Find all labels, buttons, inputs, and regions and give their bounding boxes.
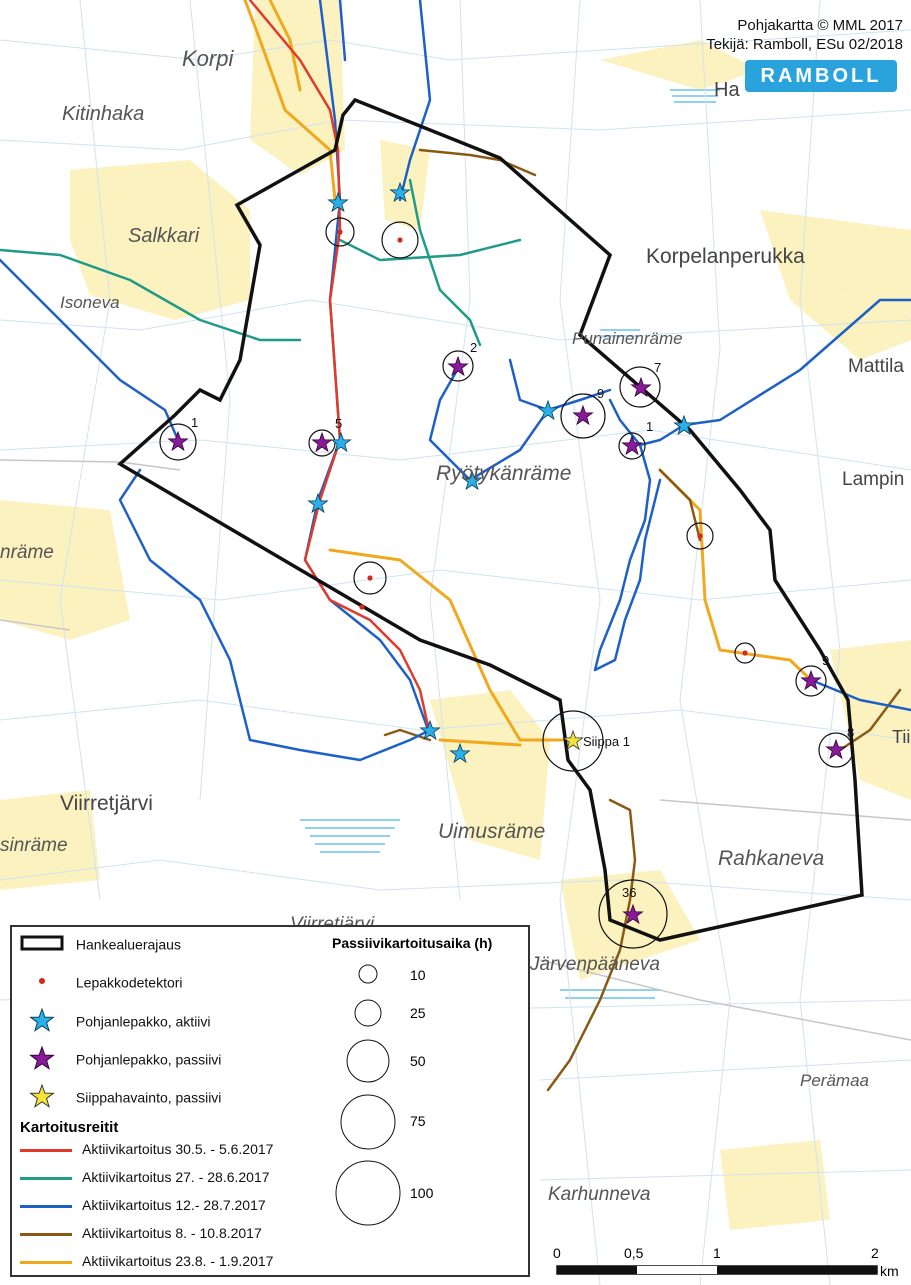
- place-labels: Korpi Kitinhaka Salkkari Isoneva Korpela…: [0, 46, 910, 1205]
- legend-route-5: Aktiivikartoitus 23.8. - 1.9.2017: [20, 1253, 273, 1269]
- project-boundary: [117, 97, 864, 942]
- legend-item-active: Pohjanlepakko, aktiivi: [20, 1007, 211, 1036]
- size-label-25: 25: [410, 1005, 426, 1021]
- svg-text:Punainenräme: Punainenräme: [572, 329, 683, 348]
- svg-text:9: 9: [822, 653, 829, 668]
- legend-panel: Hankealuerajaus Lepakkodetektori Pohjanl…: [10, 925, 530, 1277]
- legend-route-2: Aktiivikartoitus 27. - 28.6.2017: [20, 1169, 270, 1185]
- svg-text:Järvenpääneva: Järvenpääneva: [529, 954, 660, 975]
- water-areas: [300, 89, 720, 999]
- route-jun: [0, 178, 522, 347]
- svg-text:36: 36: [622, 885, 636, 900]
- svg-text:0: 0: [553, 1245, 561, 1261]
- legend-item-detector: Lepakkodetektori: [20, 973, 183, 992]
- svg-text:0,5: 0,5: [624, 1245, 644, 1261]
- detector-dots: [337, 229, 748, 656]
- legend-item-siippa: Siippahavainto, passiivi: [20, 1083, 221, 1112]
- svg-text:Isoneva: Isoneva: [60, 293, 120, 312]
- passive-size-circles: [335, 964, 401, 1226]
- svg-text:Rahkaneva: Rahkaneva: [718, 847, 824, 870]
- svg-text:5: 5: [335, 416, 342, 431]
- svg-text:2: 2: [470, 340, 477, 355]
- svg-text:Uimusräme: Uimusräme: [438, 820, 545, 843]
- route-line-icon: [20, 1260, 72, 1264]
- legend-item-passive: Pohjanlepakko, passiivi: [20, 1045, 221, 1074]
- svg-text:Tii: Tii: [892, 727, 910, 747]
- route-aug-sep: [243, 0, 813, 747]
- legend-item-boundary: Hankealuerajaus: [20, 935, 181, 954]
- svg-text:1: 1: [646, 419, 653, 434]
- size-label-75: 75: [410, 1113, 426, 1129]
- scale-bar: 0 0,5 1 2 km: [553, 1245, 899, 1279]
- svg-text:1: 1: [191, 415, 198, 430]
- legend-route-1: Aktiivikartoitus 30.5. - 5.6.2017: [20, 1141, 273, 1157]
- route-line-icon: [20, 1148, 72, 1152]
- routes-title: Kartoitusreitit: [20, 1119, 119, 1136]
- svg-text:7: 7: [654, 360, 661, 375]
- passive-title: Passiivikartoitusaika (h): [332, 935, 493, 951]
- legend-route-3: Aktiivikartoitus 12.- 28.7.2017: [20, 1197, 266, 1213]
- svg-text:Korpelanperukka: Korpelanperukka: [646, 245, 805, 268]
- svg-text:Kitinhaka: Kitinhaka: [62, 103, 144, 125]
- credit-basemap: Pohjakartta © MML 2017: [737, 17, 903, 34]
- svg-text:km: km: [880, 1263, 899, 1279]
- svg-text:Korpi: Korpi: [182, 46, 234, 71]
- ramboll-logo: RAMBOLL: [745, 60, 897, 92]
- svg-text:8: 8: [847, 725, 854, 740]
- map-credits: Pohjakartta © MML 2017 Tekijä: Ramboll, …: [706, 16, 903, 54]
- svg-text:Salkkari: Salkkari: [128, 225, 200, 247]
- route-line-icon: [20, 1176, 72, 1180]
- svg-text:sinräme: sinräme: [0, 835, 68, 856]
- purple-star-icon: [20, 1045, 72, 1074]
- svg-text:Lampin: Lampin: [842, 469, 904, 490]
- size-label-100: 100: [410, 1185, 434, 1201]
- svg-text:Ryötykänräme: Ryötykänräme: [436, 462, 571, 485]
- size-label-10: 10: [410, 967, 426, 983]
- svg-text:Perämaa: Perämaa: [800, 1071, 869, 1090]
- route-line-icon: [20, 1204, 72, 1208]
- red-dot-icon: [20, 973, 72, 992]
- blue-star-icon: [20, 1007, 72, 1036]
- point-labels: 1 5 2 9 7 1 9 8 36 Siippa 1: [191, 340, 854, 900]
- svg-text:Karhunneva: Karhunneva: [548, 1184, 650, 1205]
- route-line-icon: [20, 1232, 72, 1236]
- size-label-50: 50: [410, 1053, 426, 1069]
- svg-text:Viirretjärvi: Viirretjärvi: [60, 792, 153, 815]
- svg-text:Ha: Ha: [714, 79, 740, 101]
- svg-text:Siippa 1: Siippa 1: [583, 734, 630, 749]
- credit-author: Tekijä: Ramboll, ESu 02/2018: [706, 36, 903, 53]
- route-aug: [383, 148, 902, 1092]
- boundary-icon: [20, 935, 72, 954]
- route-may-jun: [248, 0, 432, 737]
- svg-text:Mattila: Mattila: [848, 356, 904, 377]
- svg-text:9: 9: [597, 386, 604, 401]
- yellow-star-icon: [20, 1083, 72, 1112]
- svg-text:nräme: nräme: [0, 542, 54, 563]
- legend-route-4: Aktiivikartoitus 8. - 10.8.2017: [20, 1225, 262, 1241]
- svg-text:1: 1: [713, 1245, 721, 1261]
- svg-text:2: 2: [871, 1245, 879, 1261]
